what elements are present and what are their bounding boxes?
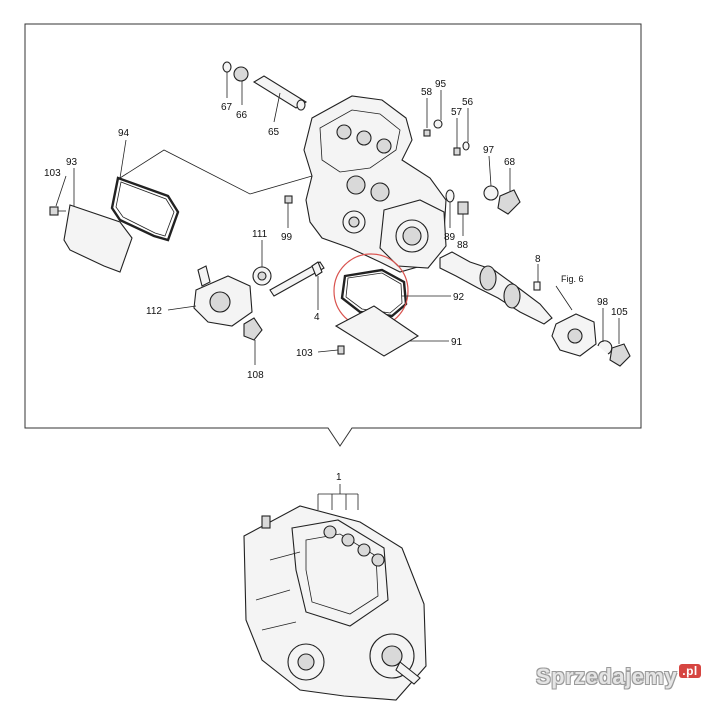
callout-91: 91 (451, 337, 463, 348)
watermark: Sprzedajemy.pl (536, 664, 701, 690)
callout-111: 111 (252, 229, 268, 240)
bolt-103-left (49, 206, 66, 216)
callout-4: 4 (314, 312, 320, 323)
callout-108: 108 (247, 370, 264, 381)
figure-note: Fig. 6 (561, 274, 584, 284)
callout-8: 8 (535, 254, 541, 265)
assembled-pump (243, 484, 427, 701)
cover-plate-group (49, 176, 180, 273)
callout-65: 65 (268, 127, 280, 138)
callout-89: 89 (444, 232, 456, 243)
cover-plate (63, 204, 133, 273)
watermark-brand: Sprzedajemy (536, 664, 678, 689)
pump-housing (303, 95, 447, 273)
gasket-and-plate (333, 253, 420, 357)
callout-66: 66 (236, 110, 248, 121)
callout-93: 93 (66, 157, 78, 168)
callout-labels: 67 66 65 58 95 57 56 94 93 103 97 68 111… (44, 79, 628, 483)
callout-103-top: 103 (44, 168, 61, 179)
watermark-suffix: .pl (679, 664, 701, 678)
callout-97: 97 (483, 145, 495, 156)
callout-105: 105 (611, 307, 628, 318)
callout-92: 92 (453, 292, 465, 303)
cover-gasket-inner (115, 181, 175, 237)
callout-58: 58 (421, 87, 433, 98)
callout-56: 56 (462, 97, 474, 108)
gasket-92 (340, 268, 408, 318)
top-right-parts (423, 119, 470, 156)
plate-91 (334, 305, 420, 357)
drive-coupling-assembly (193, 195, 325, 341)
callout-57: 57 (451, 107, 463, 118)
top-left-parts (222, 61, 308, 111)
callout-112: 112 (146, 306, 162, 317)
callout-94: 94 (118, 128, 130, 139)
callout-88: 88 (457, 240, 469, 251)
callout-103-bottom: 103 (296, 348, 313, 359)
camshaft-assembly (439, 251, 631, 367)
callout-68: 68 (504, 157, 516, 168)
callout-95: 95 (435, 79, 447, 90)
callout-98: 98 (597, 297, 609, 308)
callout-67: 67 (221, 102, 233, 113)
callout-99: 99 (281, 232, 293, 243)
diagram-frame (24, 23, 642, 447)
leader-lines (55, 72, 620, 365)
cover-gasket (110, 176, 180, 242)
right-plug-parts (445, 185, 521, 215)
callout-1: 1 (336, 472, 342, 483)
